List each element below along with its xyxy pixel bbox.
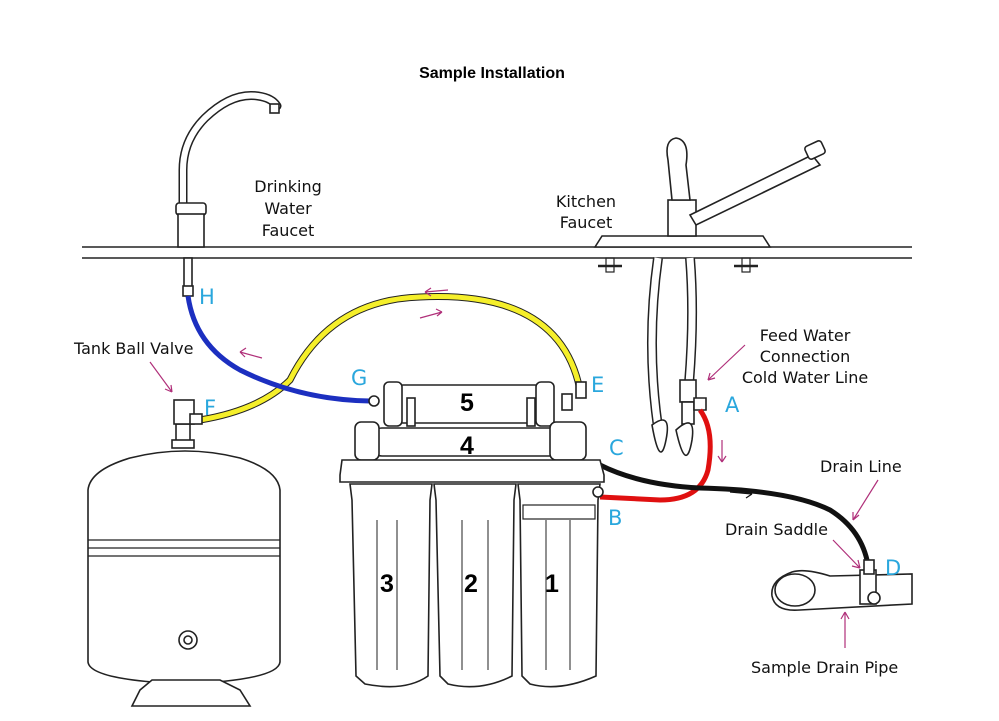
diagram-title: Sample Installation	[419, 65, 565, 82]
flow-arrows	[239, 287, 753, 499]
stage-3-number: 3	[380, 570, 394, 598]
kitchen-faucet	[593, 137, 826, 456]
black-drain-line	[598, 462, 871, 566]
sample-drain-pipe-label: Sample Drain Pipe	[751, 658, 898, 677]
feed-water-label: Feed Water Connection Cold Water Line	[742, 326, 868, 387]
svg-text:Connection: Connection	[760, 347, 851, 366]
countertop	[82, 246, 912, 259]
drinking-water-faucet	[175, 90, 282, 297]
svg-text:Water: Water	[264, 199, 312, 218]
letter-h: H	[199, 285, 215, 309]
letter-f: F	[204, 396, 216, 420]
letter-c: C	[609, 436, 624, 460]
svg-text:Feed Water: Feed Water	[760, 326, 851, 345]
blue-line	[185, 295, 371, 404]
ro-filter-unit	[339, 381, 605, 688]
svg-text:Drinking: Drinking	[254, 177, 322, 196]
svg-text:Faucet: Faucet	[560, 213, 613, 232]
svg-text:Kitchen: Kitchen	[556, 192, 616, 211]
kitchen-faucet-label: Kitchen Faucet	[556, 192, 616, 232]
letter-d: D	[885, 556, 901, 580]
drain-saddle-label: Drain Saddle	[725, 520, 828, 539]
stage-1-number: 1	[545, 570, 559, 598]
letter-a: A	[725, 393, 740, 417]
red-line	[599, 408, 713, 503]
tank-ball-valve-label: Tank Ball Valve	[73, 339, 193, 358]
svg-text:Cold Water Line: Cold Water Line	[742, 368, 868, 387]
letter-e: E	[591, 373, 604, 397]
drain-line-label: Drain Line	[820, 457, 902, 476]
stage-4-number: 4	[460, 432, 474, 460]
stage-2-number: 2	[464, 570, 478, 598]
tubing	[185, 293, 871, 566]
drinking-water-faucet-label: Drinking Water Faucet	[254, 177, 322, 240]
stage-5-number: 5	[460, 389, 474, 417]
drain-pipe	[771, 559, 913, 612]
svg-text:Faucet: Faucet	[262, 221, 315, 240]
label-pointers	[149, 344, 879, 648]
letter-b: B	[608, 506, 622, 530]
storage-tank	[87, 399, 281, 707]
letter-g: G	[351, 366, 367, 390]
